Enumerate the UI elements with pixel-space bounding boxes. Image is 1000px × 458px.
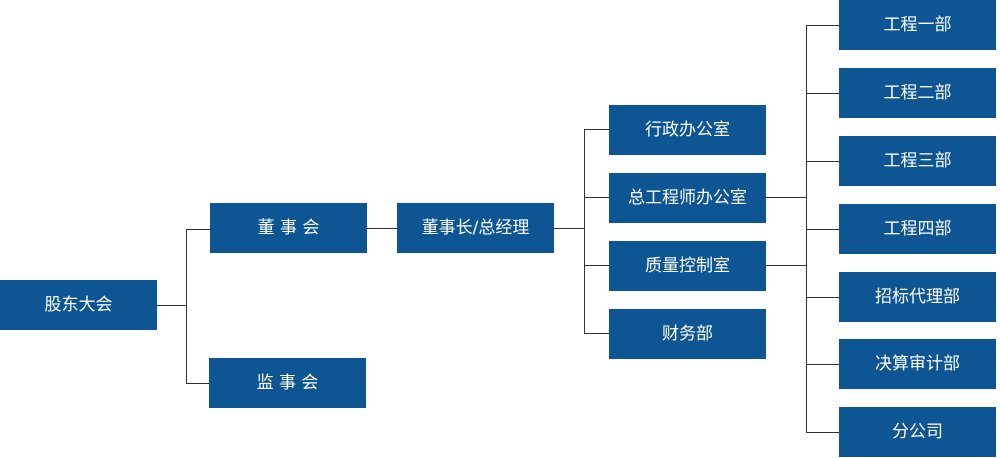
connector-line <box>806 229 839 230</box>
node-label: 质量控制室 <box>645 255 730 276</box>
node-label: 财务部 <box>662 323 713 344</box>
node-label: 工程四部 <box>883 218 952 239</box>
node-label: 决算审计部 <box>875 353 960 374</box>
node-label: 工程一部 <box>883 14 952 35</box>
connector-line <box>584 197 609 198</box>
node-label: 工程二部 <box>883 82 952 103</box>
connector-line <box>766 265 806 266</box>
connector-line <box>367 228 397 229</box>
node-label: 股东大会 <box>44 294 113 315</box>
connector-line <box>584 129 585 333</box>
connector-line <box>766 197 806 198</box>
node-department: 分公司 <box>839 407 996 457</box>
connector-line <box>806 93 839 94</box>
connector-line <box>186 229 187 384</box>
connector-line <box>806 432 839 433</box>
node-office: 总工程师办公室 <box>609 173 766 223</box>
connector-line <box>806 364 839 365</box>
node-label: 招标代理部 <box>875 286 960 307</box>
node-chairman: 董事长/总经理 <box>397 203 554 253</box>
connector-line <box>186 383 209 384</box>
connector-line <box>584 129 609 130</box>
node-office: 财务部 <box>609 309 766 359</box>
node-department: 工程四部 <box>839 204 996 254</box>
connector-line <box>806 25 807 432</box>
connector-line <box>806 25 839 26</box>
node-department: 工程三部 <box>839 136 996 186</box>
node-label: 分公司 <box>892 421 943 442</box>
node-department: 决算审计部 <box>839 339 996 389</box>
node-department: 工程一部 <box>839 0 996 50</box>
node-office: 行政办公室 <box>609 105 766 155</box>
node-label: 董事长/总经理 <box>421 217 530 238</box>
node-department: 招标代理部 <box>839 272 996 322</box>
connector-line <box>806 161 839 162</box>
node-label: 监 事 会 <box>256 372 319 393</box>
connector-line <box>584 265 609 266</box>
node-shareholders-meeting: 股东大会 <box>0 280 157 330</box>
connector-line <box>157 305 186 306</box>
connector-line <box>186 229 210 230</box>
node-board: 董 事 会 <box>210 203 367 253</box>
connector-line <box>806 297 839 298</box>
connector-line <box>554 228 584 229</box>
node-office: 质量控制室 <box>609 241 766 291</box>
node-label: 行政办公室 <box>645 119 730 140</box>
node-label: 工程三部 <box>883 150 952 171</box>
node-label: 总工程师办公室 <box>628 187 747 208</box>
connector-line <box>584 333 609 334</box>
node-department: 工程二部 <box>839 68 996 118</box>
node-supervisors: 监 事 会 <box>209 358 366 408</box>
node-label: 董 事 会 <box>257 217 320 238</box>
